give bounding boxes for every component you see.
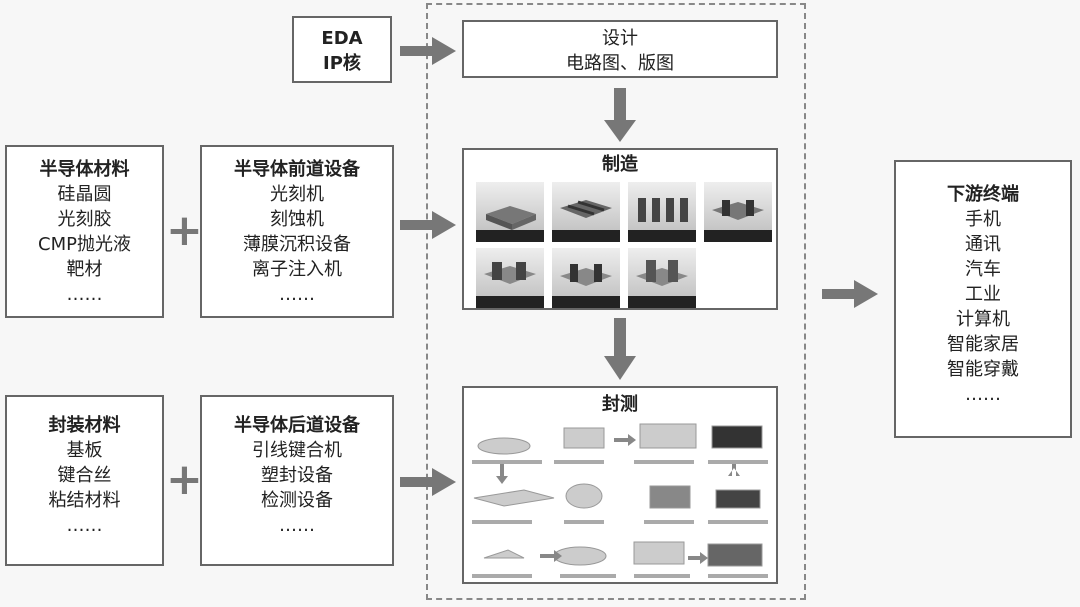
downstream-terminals-box: 下游终端 手机 通讯 汽车 工业 计算机 智能家居 智能穿戴 …… [894, 160, 1072, 438]
downstream-item: 计算机 [956, 309, 1010, 330]
material-item: 基板 [66, 440, 103, 461]
arrow-design-to-manufacturing [604, 88, 636, 142]
semiconductor-materials-box: 半导体材料 硅晶圆 光刻胶 CMP抛光液 靶材 …… [5, 145, 164, 318]
material-item: CMP抛光液 [38, 234, 131, 255]
downstream-item: 汽车 [965, 259, 1001, 280]
material-item: …… [66, 284, 103, 305]
equipment-item: 薄膜沉积设备 [243, 234, 351, 255]
design-subtitle: 电路图、版图 [566, 53, 674, 74]
process-image-etching [628, 182, 696, 242]
material-item: 键合丝 [57, 465, 112, 486]
ip-core-label: IP核 [323, 53, 361, 74]
back-equipment-box: 半导体后道设备 引线键合机 塑封设备 检测设备 …… [200, 395, 394, 566]
front-equipment-title: 半导体前道设备 [234, 159, 360, 180]
material-item: 靶材 [66, 259, 103, 280]
equipment-item: 引线键合机 [252, 440, 342, 461]
material-item: 光刻胶 [57, 209, 112, 230]
arrow-back-to-packaging [400, 468, 456, 496]
downstream-title: 下游终端 [947, 184, 1019, 205]
equipment-item: 刻蚀机 [270, 209, 324, 230]
design-box: 设计 电路图、版图 [462, 20, 778, 78]
front-equipment-box: 半导体前道设备 光刻机 刻蚀机 薄膜沉积设备 离子注入机 …… [200, 145, 394, 318]
process-image-lithography [552, 182, 620, 242]
arrow-manufacturing-to-packaging [604, 318, 636, 380]
equipment-item: …… [279, 284, 315, 305]
packaging-process-illustrations [472, 423, 768, 578]
core-process-container [426, 3, 806, 600]
equipment-item: 检测设备 [261, 490, 333, 511]
arrow-to-downstream [822, 280, 878, 308]
process-image-metallization [628, 248, 696, 308]
process-image-ion-implant [704, 182, 772, 242]
arrow-front-to-manufacturing [400, 211, 456, 239]
packaging-materials-box: 封装材料 基板 键合丝 粘结材料 …… [5, 395, 164, 566]
equipment-item: …… [279, 515, 315, 536]
process-image-oxidation [476, 182, 544, 242]
manufacturing-process-illustrations [476, 182, 772, 308]
equipment-item: 离子注入机 [252, 259, 342, 280]
process-image-thin-film [476, 248, 544, 308]
material-item: …… [66, 515, 103, 536]
packaging-materials-title: 封装材料 [48, 415, 121, 436]
material-item: 硅晶圆 [57, 184, 112, 205]
downstream-item: 通讯 [965, 234, 1001, 255]
design-title: 设计 [602, 28, 638, 49]
manufacturing-box: 制造 [462, 148, 778, 310]
material-item: 粘结材料 [48, 490, 121, 511]
equipment-item: 塑封设备 [261, 465, 333, 486]
manufacturing-title: 制造 [602, 154, 638, 175]
arrow-eda-to-design [400, 37, 456, 65]
downstream-item: 智能家居 [947, 334, 1019, 355]
plus-sign-front: + [166, 205, 203, 256]
downstream-item: 智能穿戴 [947, 359, 1019, 380]
plus-sign-back: + [166, 454, 203, 505]
equipment-item: 光刻机 [270, 184, 324, 205]
packaging-test-box: 封测 [462, 386, 778, 584]
process-image-cmp [552, 248, 620, 308]
eda-label: EDA [321, 28, 363, 49]
eda-box: EDA IP核 [292, 16, 392, 83]
downstream-item: 手机 [965, 209, 1001, 230]
back-equipment-title: 半导体后道设备 [234, 415, 360, 436]
downstream-item: 工业 [965, 284, 1001, 305]
semiconductor-materials-title: 半导体材料 [39, 159, 130, 180]
downstream-item: …… [965, 384, 1001, 405]
packaging-test-title: 封测 [602, 394, 638, 415]
